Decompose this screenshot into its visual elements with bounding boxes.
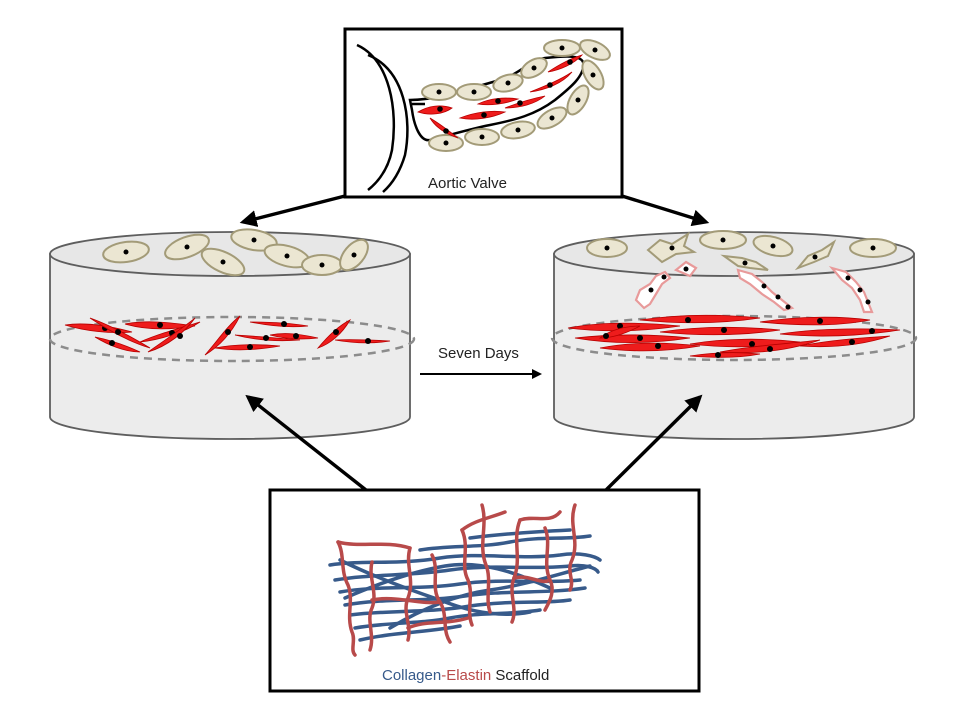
scaffold-label-collagen: Collagen [382,667,441,684]
endothelial-cells-right [586,230,897,271]
arrow-scaffold-to-left [245,394,368,492]
interstitial-cells-layer [64,315,391,356]
valve-endothelial-cells [421,39,611,152]
scaffold-label-elastin: Elastin [446,667,491,684]
scaffold-plane-dashed [48,315,416,363]
arrow-valve-to-right [621,194,710,227]
aortic-valve-panel: Aortic Valve [343,27,624,199]
culture-left-initial [48,228,416,440]
scaffold-label-dash: - [441,667,446,684]
scaffold-label-rest: Scaffold [491,667,549,684]
interstitial-cells-dense [567,314,901,358]
seven-days-label: Seven Days [438,345,519,362]
scaffold-plane-dashed-right [550,314,918,362]
aortic-valve-label: Aortic Valve [428,175,507,192]
scaffold-panel: Collagen-Elastin Scaffold [268,488,701,693]
scaffold-label: Collagen-Elastin Scaffold [382,667,549,684]
culture-right-seven-days [550,230,918,440]
endothelial-cells-surface [102,228,369,277]
arrow-scaffold-to-right [604,394,703,492]
valve-interstitial-cells [417,54,584,139]
seven-days-transition: Seven Days [420,345,542,379]
arrow-valve-to-left [239,194,346,227]
elastin-fibers [336,503,577,657]
transforming-cells [634,260,874,314]
